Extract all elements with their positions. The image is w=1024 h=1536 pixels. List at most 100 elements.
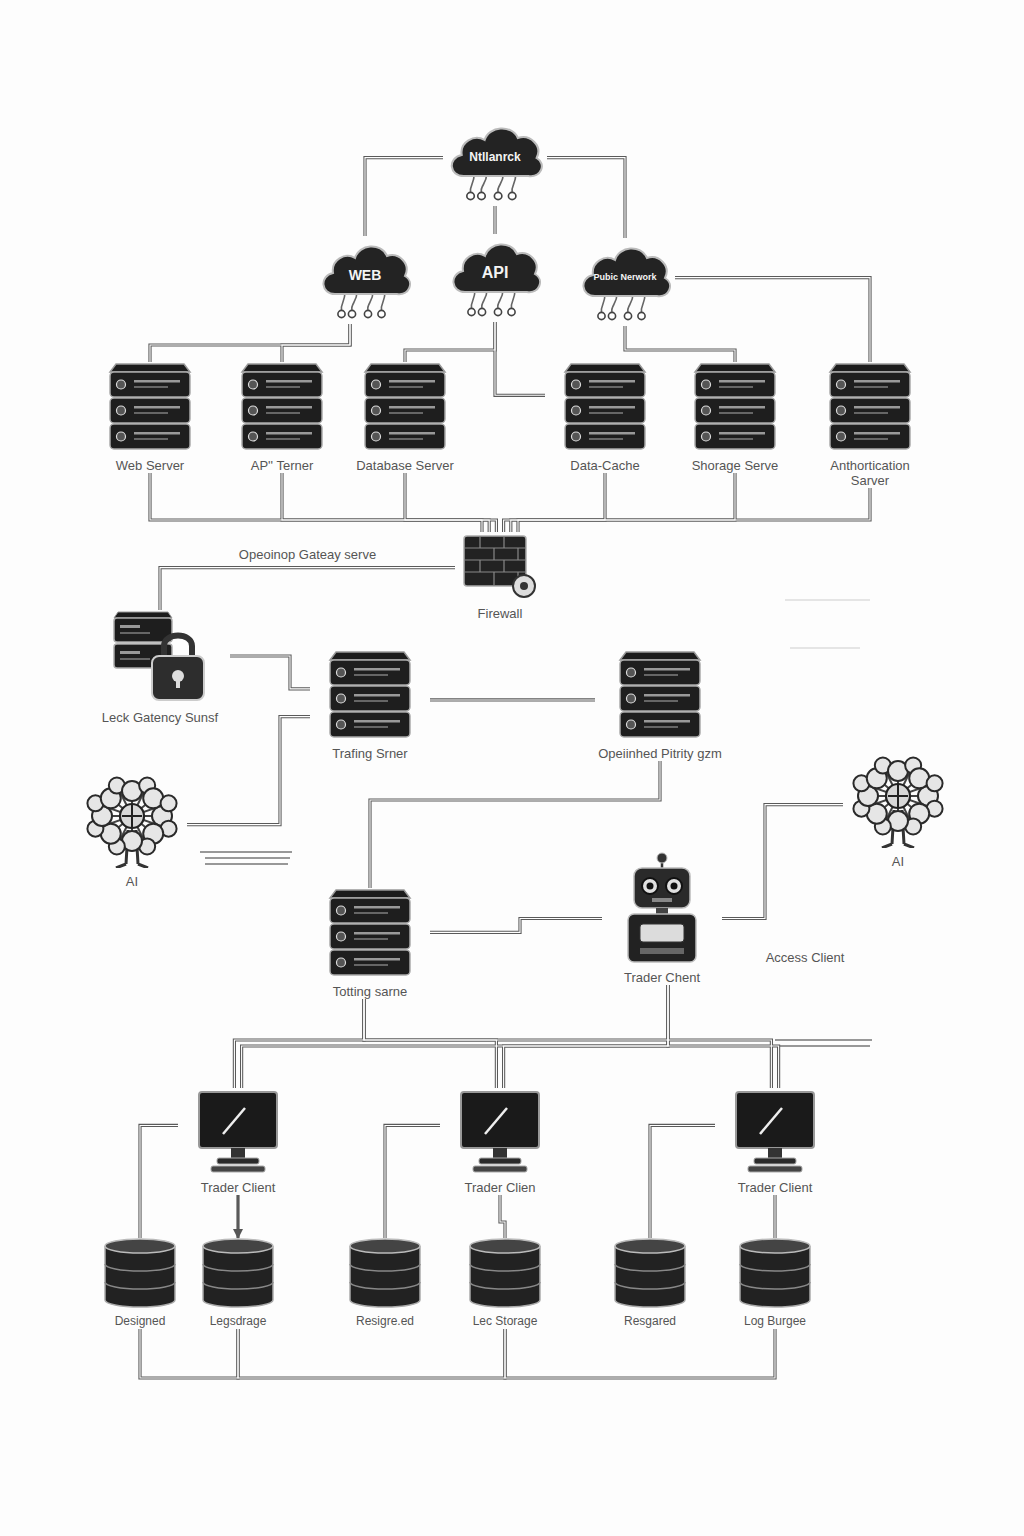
icon-part bbox=[152, 656, 204, 700]
connector-label: Opeoinop Gateay serve bbox=[236, 547, 379, 562]
node-label: Trader Client bbox=[178, 1180, 298, 1195]
connector-highlight bbox=[282, 473, 489, 532]
icon-part bbox=[485, 1108, 507, 1134]
icon-part bbox=[719, 432, 765, 435]
cloud-node: WEB bbox=[315, 236, 415, 324]
icon-part bbox=[640, 948, 684, 954]
cloud-label: API bbox=[455, 255, 535, 290]
icon-part bbox=[350, 1282, 420, 1289]
icon-part bbox=[134, 380, 180, 383]
connector bbox=[150, 473, 482, 532]
connector-highlight bbox=[187, 717, 310, 825]
icon-part bbox=[249, 406, 258, 415]
icon-part bbox=[117, 432, 126, 441]
icon-part bbox=[330, 712, 410, 737]
icon-part bbox=[203, 1246, 273, 1300]
icon-part bbox=[266, 386, 300, 388]
icon-part bbox=[223, 1108, 245, 1134]
connector-highlight bbox=[370, 761, 660, 888]
icon-part bbox=[249, 380, 258, 389]
icon-part bbox=[627, 720, 636, 729]
connector bbox=[430, 698, 595, 701]
icon-part bbox=[642, 878, 658, 894]
icon-part bbox=[354, 674, 388, 676]
icon-part bbox=[627, 668, 636, 677]
icon-part bbox=[572, 406, 581, 415]
icon-part bbox=[110, 424, 190, 449]
icon-part bbox=[886, 784, 910, 808]
icon-part bbox=[657, 853, 667, 863]
icon-part bbox=[110, 364, 190, 372]
icon-part bbox=[740, 1239, 810, 1253]
icon-part bbox=[372, 380, 381, 389]
icon-part bbox=[134, 386, 168, 388]
icon-part bbox=[266, 406, 312, 409]
connector bbox=[773, 1195, 776, 1238]
wire-stub bbox=[775, 1040, 872, 1046]
icon-part bbox=[589, 380, 635, 383]
connector bbox=[625, 326, 735, 362]
icon-part bbox=[470, 1246, 540, 1300]
connector-highlight bbox=[518, 488, 870, 532]
icon-part bbox=[473, 1166, 527, 1172]
server-node: Database Server bbox=[345, 362, 465, 473]
connector-highlight bbox=[504, 985, 668, 1088]
server-node: Shorage Serve bbox=[675, 362, 795, 473]
connector bbox=[187, 717, 310, 825]
monitor-icon bbox=[457, 1088, 543, 1174]
connector bbox=[150, 324, 350, 362]
connector-highlight bbox=[405, 473, 496, 532]
icon-part bbox=[624, 312, 631, 319]
connector-highlight bbox=[140, 1329, 238, 1378]
icon-part bbox=[120, 632, 150, 634]
icon-part bbox=[161, 795, 177, 811]
icon-part bbox=[203, 1300, 273, 1307]
wire-stub bbox=[200, 852, 292, 864]
node-label: Trader Client bbox=[715, 1180, 835, 1195]
icon-part bbox=[105, 1282, 175, 1289]
node-label: Trader Clien bbox=[440, 1180, 560, 1195]
client-node: Trader Client bbox=[178, 1088, 298, 1195]
connector bbox=[160, 568, 455, 610]
node-label: Web Server bbox=[90, 458, 210, 473]
icon-part bbox=[364, 310, 371, 317]
icon-part bbox=[372, 432, 381, 441]
icon-part bbox=[565, 398, 645, 423]
icon-part bbox=[330, 924, 410, 949]
connector-highlight bbox=[364, 999, 496, 1088]
server-node: Data-Cache bbox=[545, 362, 665, 473]
icon-part bbox=[652, 898, 672, 902]
connector bbox=[405, 473, 496, 532]
node-label: Database Server bbox=[345, 458, 465, 473]
icon-part bbox=[598, 312, 605, 319]
icon-part bbox=[266, 412, 300, 414]
icon-part bbox=[203, 1264, 273, 1271]
icon-part bbox=[337, 694, 346, 703]
icon-part bbox=[110, 372, 190, 397]
icon-part bbox=[638, 312, 645, 319]
connector-highlight bbox=[774, 1195, 775, 1238]
connector bbox=[430, 919, 602, 933]
node-label: Resgared bbox=[602, 1314, 698, 1329]
server-node: Opeiinhed Pitrity gzm bbox=[595, 650, 725, 761]
icon-part bbox=[644, 726, 678, 728]
icon-part bbox=[508, 308, 515, 315]
icon-part bbox=[644, 700, 678, 702]
icon-part bbox=[644, 674, 678, 676]
connector bbox=[140, 1125, 178, 1238]
node-label: AI bbox=[843, 854, 953, 869]
connector-highlight bbox=[495, 322, 545, 395]
icon-part bbox=[203, 1239, 273, 1253]
connector-layer bbox=[140, 158, 870, 1378]
connector bbox=[650, 1125, 715, 1238]
client-node: Trader Chent bbox=[602, 852, 722, 985]
icon-part bbox=[615, 1246, 685, 1300]
ai-node: AI bbox=[843, 752, 953, 869]
connector-highlight bbox=[722, 805, 843, 919]
ai-brain-icon bbox=[78, 772, 186, 868]
icon-part bbox=[740, 1300, 810, 1307]
icon-part bbox=[337, 906, 346, 915]
connector bbox=[505, 1329, 775, 1378]
icon-part bbox=[452, 128, 542, 176]
